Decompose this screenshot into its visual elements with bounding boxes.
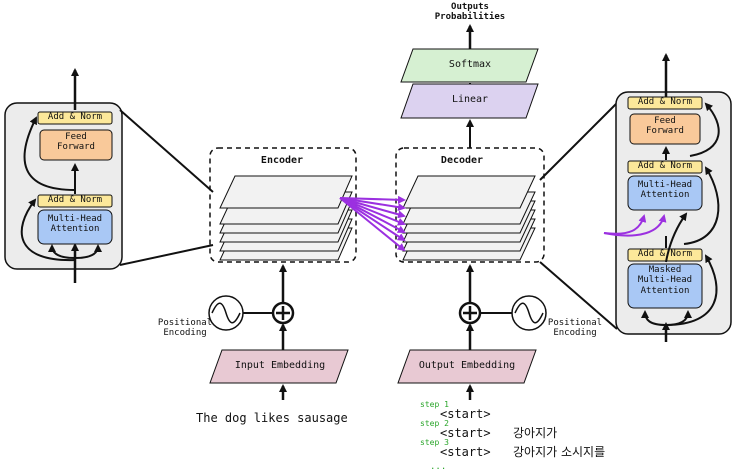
decoder-title: Decoder: [440, 155, 484, 166]
right-multi-head-box: [627, 175, 703, 211]
step-2-label: step 2: [420, 419, 449, 428]
pos-enc-left-line2: Encoding: [163, 328, 207, 339]
left-encoder-layer-detail: [4, 68, 123, 283]
step-2-tokens: <start>: [440, 426, 491, 440]
input-embedding-label: Input Embedding: [234, 360, 326, 371]
step-1-label: step 1: [420, 400, 449, 409]
outputs-probabilities-label: Outputs Probabilities: [420, 2, 520, 23]
cross-attention-arrows: [339, 195, 406, 252]
right-ffn-line1: Feed: [654, 116, 676, 126]
right-add-norm-2-label: Add & Norm: [637, 161, 693, 171]
left-add-norm-top: [37, 111, 113, 125]
step-1-tokens: <start>: [440, 407, 491, 421]
left-ffn-line2: Forward: [57, 142, 95, 153]
pos-enc-right-line2: Encoding: [553, 328, 597, 339]
right-masked-mha-box: [627, 263, 703, 309]
right-feed-forward-box: [629, 113, 701, 145]
step-2-korean: 강아지가: [513, 426, 558, 440]
pos-enc-left-line1: Positional: [157, 318, 213, 328]
left-multi-head-label: Multi-Head Attention: [38, 214, 112, 235]
right-multi-head-label: Multi-Head Attention: [628, 180, 702, 201]
step-3-korean: 강아지가 소시지를: [513, 445, 606, 459]
right-masked-line1: Masked: [648, 265, 682, 275]
probabilities-label: Probabilities: [434, 12, 506, 23]
right-mha-line2: Attention: [640, 190, 690, 201]
right-add-norm-2: [627, 160, 703, 174]
right-ffn-line2: Forward: [646, 126, 684, 137]
output-embedding-label: Output Embedding: [418, 360, 516, 371]
step-3-tokens: <start>: [440, 445, 491, 459]
pos-enc-right-label: Positional Encoding: [545, 318, 605, 339]
linear-label: Linear: [451, 94, 489, 105]
input-sentence: The dog likes sausage: [196, 411, 348, 425]
right-add-norm-3-label: Add & Norm: [637, 249, 693, 259]
steps-ellipsis: ...: [430, 462, 447, 472]
step-3-label: step 3: [420, 438, 449, 447]
left-feed-forward-label: Feed Forward: [40, 132, 112, 153]
left-add-norm-top-label: Add & Norm: [47, 112, 103, 122]
right-add-norm-1-label: Add & Norm: [637, 97, 693, 107]
right-add-norm-1: [627, 96, 703, 110]
encoder-stack: [209, 147, 357, 263]
outputs-label: Outputs: [451, 2, 489, 12]
pos-enc-left-label: Positional Encoding: [155, 318, 215, 339]
right-masked-line2: Multi-Head: [637, 275, 693, 286]
right-add-norm-3: [627, 248, 703, 262]
right-masked-mha-label: Masked Multi-Head Attention: [628, 265, 702, 296]
left-mha-line1: Multi-Head: [47, 214, 103, 224]
linear-box: [400, 83, 539, 119]
right-mha-line1: Multi-Head: [637, 180, 693, 190]
left-ffn-line1: Feed: [65, 132, 87, 142]
left-multi-head-box: [37, 209, 113, 245]
decoder-stack: [395, 147, 545, 263]
output-embedding-box: [397, 349, 537, 384]
left-mha-line2: Attention: [50, 224, 100, 235]
input-embedding-box: [209, 349, 349, 384]
softmax-box: [400, 48, 539, 83]
pos-enc-right-line1: Positional: [547, 318, 603, 328]
right-feed-forward-label: Feed Forward: [630, 116, 700, 137]
softmax-label: Softmax: [448, 59, 492, 70]
encoder-title: Encoder: [260, 155, 304, 166]
left-feed-forward-box: [39, 129, 113, 161]
right-masked-line3: Attention: [640, 285, 690, 296]
left-add-norm-bottom-label: Add & Norm: [47, 195, 103, 205]
left-add-norm-bottom: [37, 194, 113, 208]
right-decoder-layer-detail: [603, 53, 732, 342]
